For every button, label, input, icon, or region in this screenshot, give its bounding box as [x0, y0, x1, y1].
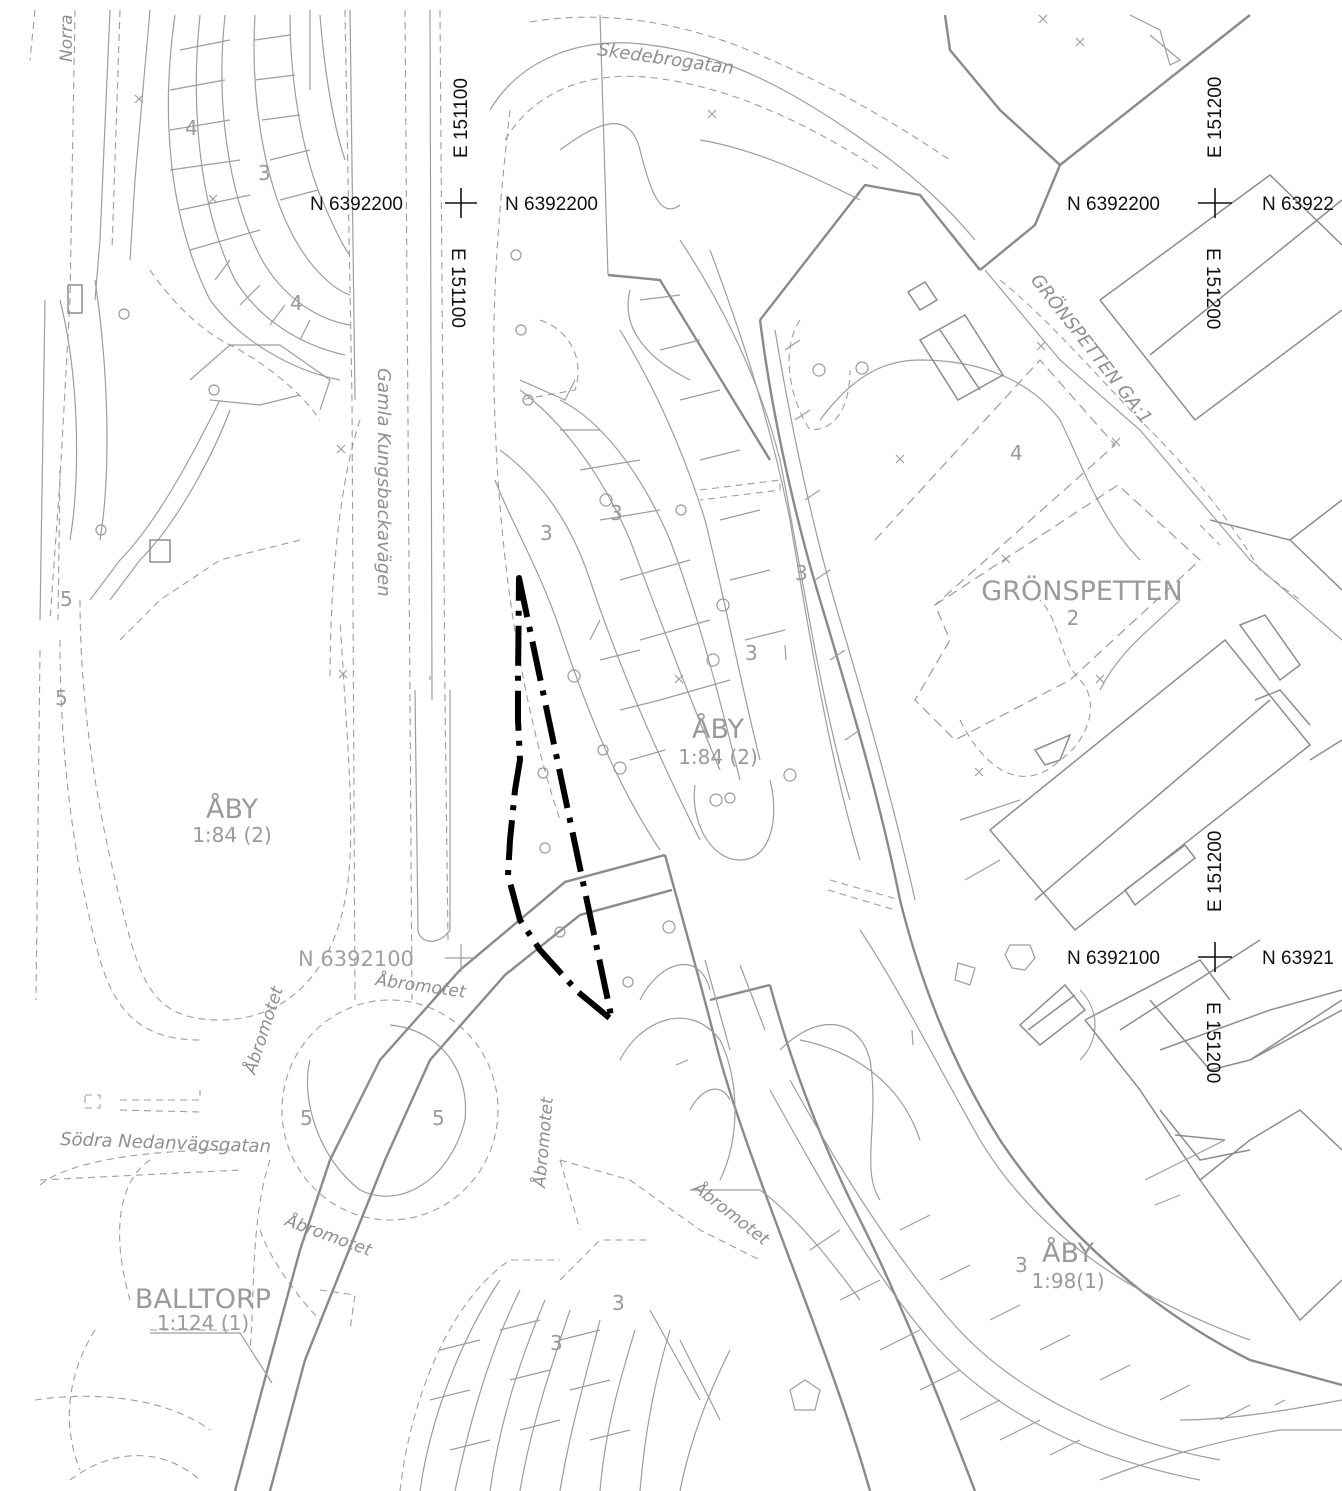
contour-label: 4: [1010, 441, 1023, 465]
lamp-post-icon: [134, 14, 1121, 777]
parcel-label-aby-west: 1:84 (2): [192, 823, 272, 847]
contour-label: 3: [745, 641, 758, 665]
balltorp-area: [68, 1159, 273, 1471]
coord-label-n-6392100-edge: N 63921: [1262, 948, 1334, 969]
place-label-aby-se: ÅBY: [1042, 1237, 1095, 1269]
coord-label-e-151200-bottom: E 151200: [1202, 1002, 1223, 1083]
gronspetten-buildings: [874, 174, 1342, 1322]
contour-label: 3: [612, 1291, 625, 1315]
coord-label-n-6392200-mid: N 6392200: [505, 194, 598, 215]
contour-label: 3: [795, 561, 808, 585]
coord-label-n-6392100-right: N 6392100: [1067, 948, 1160, 969]
place-label-gronspetten: GRÖNSPETTEN: [981, 575, 1182, 607]
main-diagonal-road: [233, 853, 977, 1491]
contour-label: 4: [185, 116, 198, 140]
coord-label-n-6392100-grey: N 6392100: [298, 947, 414, 971]
street-label-sodra-nedanvagsgatan: Södra Nedanvägsgatan: [60, 1129, 271, 1157]
abromotet-roundabout: [39, 999, 499, 1351]
left-hill-contours: [59, 10, 351, 601]
contour-labels: 3 4 4 3 3 3 3 5 5 3 4 3 3 5 5: [55, 116, 1028, 1355]
coord-label-e-151200-lower: E 151200: [1205, 831, 1226, 912]
place-label-balltorp: BALLTORP: [135, 1284, 271, 1315]
contour-label: 3: [550, 1331, 563, 1355]
street-label-abromotet: Åbromotet: [373, 968, 468, 1003]
street-label-gamla-kungsbackavagen: Gamla Kungsbackavägen: [373, 368, 394, 597]
skedebrogatan-road: [489, 14, 1251, 461]
grid-cross-icon: [445, 188, 1232, 972]
contour-label: 5: [432, 1106, 445, 1130]
lower-right-slopes: [559, 929, 1342, 1481]
parcel-label-balltorp: 1:124 (1): [157, 1311, 249, 1335]
left-street-lines: [29, 9, 231, 1481]
contour-label: 3: [258, 161, 271, 185]
arrow-icon: [429, 644, 1286, 1406]
coord-label-n-6392200-left: N 6392200: [310, 194, 403, 215]
plan-boundary: [505, 575, 615, 1023]
place-label-aby-west: ÅBY: [206, 793, 259, 825]
south-hill-contours: [399, 1259, 821, 1491]
coord-label-e-151100-bottom: E 151100: [447, 248, 468, 328]
street-label-norra: Norra: [57, 14, 77, 62]
place-label-aby-mid: ÅBY: [692, 713, 745, 745]
coord-label-e-151200-top: E 151200: [1205, 77, 1226, 158]
coord-label-e-151200-mid: E 151200: [1202, 248, 1223, 329]
street-label-abromotet: Åbromotet: [239, 982, 289, 1077]
street-label-skedebrogatan: Skedebrogatan: [596, 39, 735, 79]
tree-symbol-icon: [95, 249, 869, 988]
parcel-label-aby-se: 1:98(1): [1031, 1269, 1104, 1293]
aby-west-parcel: [59, 284, 352, 1041]
gamla-kungsbackavagen-road: [329, 9, 451, 1001]
contour-label: 5: [55, 686, 68, 710]
grid-cross-grey: [445, 944, 477, 972]
contour-label: 4: [290, 291, 303, 315]
contour-label: 3: [610, 501, 623, 525]
parcel-label-gronspetten: 2: [1067, 606, 1080, 630]
contour-label: 3: [540, 521, 553, 545]
middle-slope-contours: [493, 109, 1342, 1387]
coord-label-n-6392200-right: N 6392200: [1067, 194, 1160, 215]
contour-label: 5: [300, 1106, 313, 1130]
parcel-label-aby-mid: 1:84 (2): [678, 745, 758, 769]
contour-label: 3: [1015, 1253, 1028, 1277]
coord-label-n-6392200-edge: N 63922: [1262, 194, 1334, 215]
coord-label-e-151100-top: E 151100: [451, 78, 472, 158]
street-label-abromotet: Åbromotet: [528, 1095, 558, 1189]
contour-label: 5: [60, 587, 73, 611]
